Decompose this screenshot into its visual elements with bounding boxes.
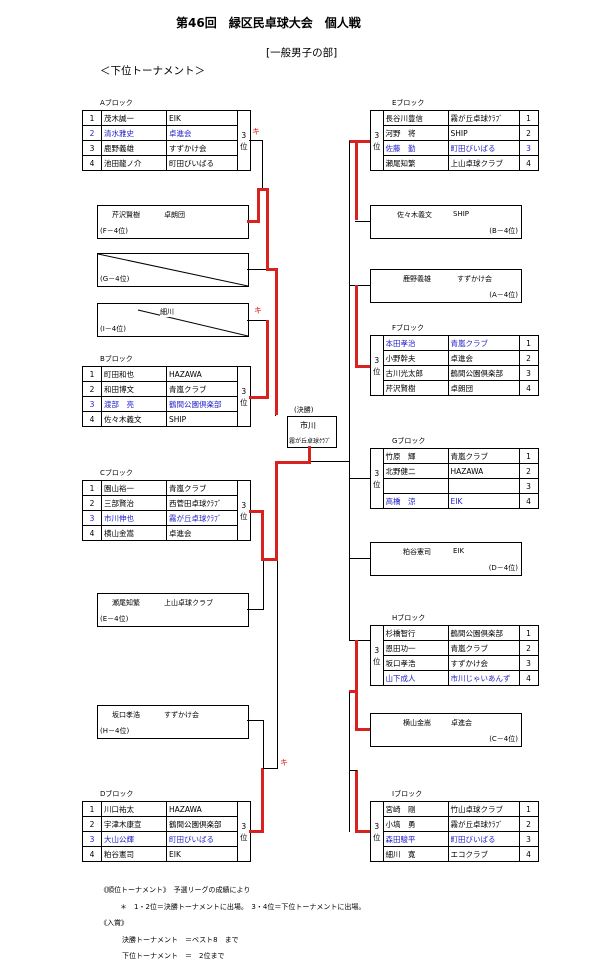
block-f-label: Fブロック — [392, 324, 425, 332]
page-title: 第46回 緑区民卓球大会 個人戦 — [176, 16, 361, 30]
entry-f4: 芹沢賢樹 卓朗団 (F－4位) — [97, 205, 249, 239]
entry-c4: 横山金嵩 卓進会 (C－4位) — [370, 713, 522, 747]
win-mark: キ — [280, 758, 288, 767]
entry-d4: 粕谷憲司 EIK (D－4位) — [370, 542, 522, 576]
entry-h4: 坂口孝浩 すずかけ会 (H－4位) — [97, 705, 249, 739]
final-box: 市川 霧が丘卓球ｸﾗﾌﾞ — [287, 416, 337, 448]
entry-a4: 鹿野義雄 すずかけ会 (A－4位) — [370, 269, 522, 303]
block-b-label: Bブロック — [100, 355, 133, 363]
entry-b4: 佐々木義文 SHIP (B－4位) — [370, 205, 522, 239]
block-g-label: Gブロック — [392, 437, 426, 445]
entry-i4: 細川 (I－4位) — [97, 303, 249, 337]
block-d-label: Dブロック — [100, 790, 134, 798]
entry-e4: 瀬尾知繁 上山卓球クラブ (E－4位) — [97, 593, 249, 627]
block-i-label: Iブロック — [392, 790, 423, 798]
win-mark: キ — [252, 127, 260, 136]
prize-line1: 決勝トーナメント ＝ベスト8 まで — [122, 936, 239, 944]
notes-heading: 《順位トーナメント》 予選リーグの成績により — [100, 886, 251, 894]
prize-heading: 《入賞》 — [100, 919, 128, 927]
final-winner: 市川 — [300, 421, 316, 430]
win-mark: キ — [254, 306, 262, 315]
tournament-label: ＜下位トーナメント＞ — [100, 65, 205, 77]
block-c-label: Cブロック — [100, 469, 133, 477]
block-h-label: Hブロック — [392, 614, 426, 622]
entry-g4: (G－4位) — [97, 253, 249, 287]
block-e-label: Eブロック — [392, 99, 425, 107]
final-label: (決勝) — [294, 406, 314, 414]
notes-line1: ＊ 1・2位＝決勝トーナメントに出場。 3・4位＝下位トーナメントに出場。 — [120, 903, 366, 911]
empty-slash — [98, 254, 248, 286]
prize-line2: 下位トーナメント ＝ 2位まで — [122, 952, 225, 960]
final-club: 霧が丘卓球ｸﾗﾌﾞ — [289, 438, 332, 445]
block-a-label: Aブロック — [100, 99, 133, 107]
partial-slash — [137, 309, 248, 336]
category-label: [一般男子の部] — [266, 47, 338, 59]
